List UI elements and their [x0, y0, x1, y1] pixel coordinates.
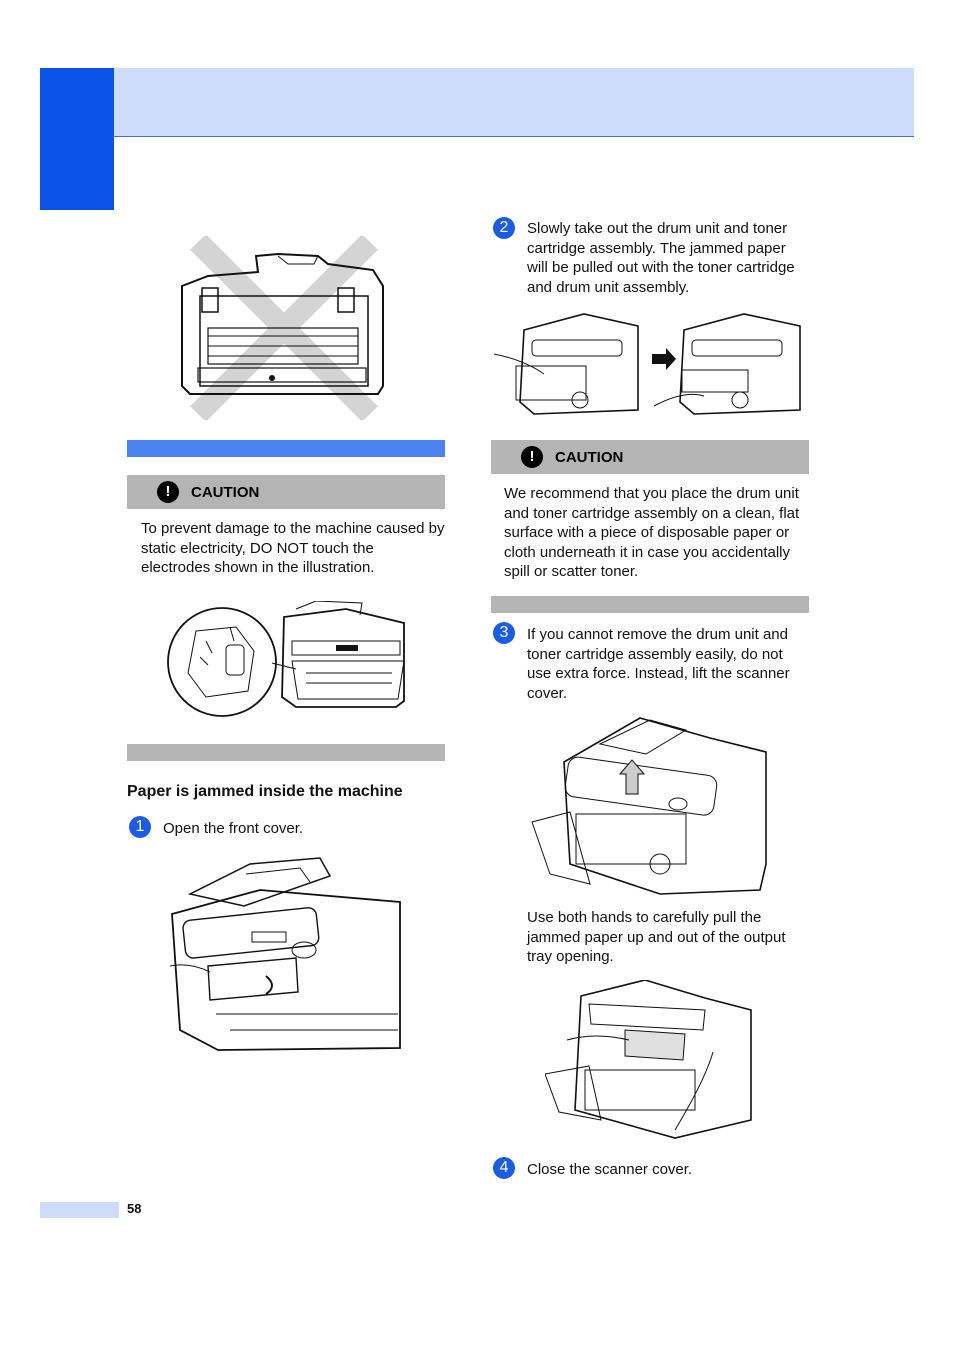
page-number-bar [40, 1202, 119, 1218]
step-3-followup-text: Use both hands to carefully pull the jam… [527, 909, 786, 965]
electrodes-illustration [166, 601, 408, 721]
gray-divider-bar-right [491, 596, 809, 613]
step-3-text: If you cannot remove the drum unit and t… [527, 626, 790, 702]
drum-removal-illustration [494, 310, 804, 422]
page-number: 58 [127, 1201, 142, 1216]
printer-back-open-illustration [178, 236, 390, 420]
accent-divider-bar [127, 440, 445, 457]
step-2-text: Slowly take out the drum unit and toner … [527, 220, 795, 296]
pull-paper-illustration [545, 980, 755, 1140]
caution-box-right: ! CAUTION [491, 440, 809, 474]
exclamation-icon: ! [521, 446, 543, 468]
open-front-cover-illustration [170, 854, 405, 1054]
caution-label: CAUTION [191, 484, 260, 501]
step-2-number: 2 [493, 217, 515, 239]
caution-text: To prevent damage to the machine caused … [141, 520, 445, 576]
step-3-number: 3 [493, 622, 515, 644]
section-heading: Paper is jammed inside the machine [127, 783, 403, 800]
caution-label: CAUTION [555, 449, 624, 466]
header-band [114, 68, 914, 137]
caution-text-right: We recommend that you place the drum uni… [504, 485, 800, 580]
step-1-text: Open the front cover. [163, 820, 304, 837]
lift-scanner-cover-illustration [530, 714, 770, 898]
step-4-number: 4 [493, 1157, 515, 1179]
step-1-number: 1 [129, 816, 151, 838]
exclamation-icon: ! [157, 481, 179, 503]
gray-divider-bar [127, 744, 445, 761]
chapter-tab-block [40, 68, 114, 210]
step-4-text: Close the scanner cover. [527, 1161, 693, 1178]
caution-box: ! CAUTION [127, 475, 445, 509]
